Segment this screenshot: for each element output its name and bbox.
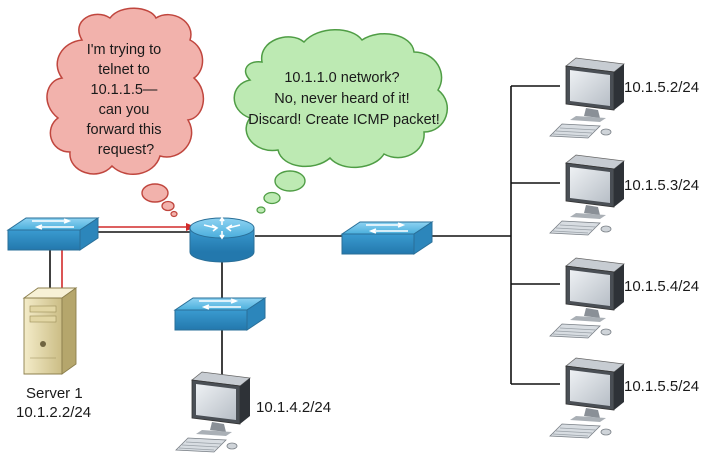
server-icon bbox=[22, 287, 78, 375]
router-bubble-shape bbox=[233, 29, 449, 169]
host-a-computer-icon bbox=[549, 57, 625, 139]
host-lan4-ip-label: 10.1.4.2/24 bbox=[256, 399, 331, 416]
host-d-ip-label: 10.1.5.5/24 bbox=[624, 378, 699, 395]
router-line-3: Discard! Create ICMP packet! bbox=[248, 112, 440, 128]
router-bubble-dot-3 bbox=[256, 206, 266, 214]
switch-2-icon bbox=[174, 297, 266, 331]
client-line-5: forward this bbox=[87, 122, 162, 138]
client-thought-bubble: I'm trying to telnet to 10.1.1.5— can yo… bbox=[46, 7, 205, 218]
client-bubble-dot-2 bbox=[161, 200, 175, 212]
client-bubble-text: I'm trying to telnet to 10.1.1.5— can yo… bbox=[87, 42, 166, 158]
client-line-6: request? bbox=[98, 142, 154, 158]
router-line-1: 10.1.1.0 network? bbox=[284, 70, 399, 86]
client-line-3: 10.1.1.5— bbox=[91, 82, 158, 98]
router-bubble-dot-2 bbox=[263, 191, 281, 205]
host-a-ip-label: 10.1.5.2/24 bbox=[624, 79, 699, 96]
host-c-computer-icon bbox=[549, 257, 625, 339]
host-b-computer-icon bbox=[549, 154, 625, 236]
switch-1-icon bbox=[7, 217, 99, 251]
host-b-ip-label: 10.1.5.3/24 bbox=[624, 177, 699, 194]
client-line-4: can you bbox=[99, 102, 150, 118]
host-c-ip-label: 10.1.5.4/24 bbox=[624, 278, 699, 295]
host-d-computer-icon bbox=[549, 357, 625, 439]
host-lan4-computer-icon bbox=[175, 371, 251, 453]
server-name-label: Server 1 bbox=[26, 385, 83, 402]
router-thought-bubble: 10.1.1.0 network? No, never heard of it!… bbox=[233, 29, 449, 214]
client-bubble-shape bbox=[46, 7, 205, 175]
router-line-2: No, never heard of it! bbox=[274, 91, 409, 107]
client-line-1: I'm trying to bbox=[87, 42, 161, 58]
router-icon bbox=[189, 216, 255, 263]
client-line-2: telnet to bbox=[98, 62, 150, 78]
client-bubble-dot-3 bbox=[170, 210, 178, 218]
server-ip-label: 10.1.2.2/24 bbox=[16, 404, 91, 421]
router-bubble-dot-1 bbox=[274, 170, 306, 192]
client-bubble-dot-1 bbox=[141, 183, 169, 203]
switch-3-icon bbox=[341, 221, 433, 255]
router-bubble-text: 10.1.1.0 network? No, never heard of it!… bbox=[248, 70, 440, 128]
cables bbox=[49, 85, 560, 395]
